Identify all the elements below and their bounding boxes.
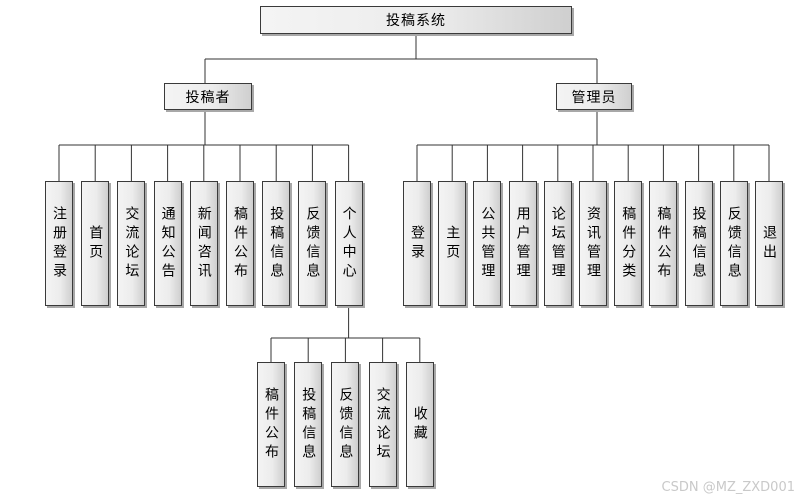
admin-item-label: 投稿信息 <box>690 205 707 282</box>
admin-item-label: 退出 <box>761 224 777 263</box>
admin-item: 资讯管理 <box>579 181 607 306</box>
contributor-item-label: 个人中心 <box>340 205 357 282</box>
personal-center-item: 稿件公布 <box>257 362 285 487</box>
contributor-label: 投稿者 <box>185 89 231 106</box>
contributor-item-label: 注册登录 <box>51 205 67 282</box>
admin-label: 管理员 <box>571 89 617 106</box>
personal-center-item-label: 稿件公布 <box>263 386 279 463</box>
contributor-item: 交流论坛 <box>117 181 146 306</box>
admin-item: 反馈信息 <box>719 181 748 306</box>
root-label: 投稿系统 <box>386 13 446 29</box>
admin-item-label: 登录 <box>409 224 425 263</box>
contributor-item: 个人中心 <box>334 181 363 306</box>
contributor-item-label: 稿件公布 <box>232 205 248 282</box>
contributor-item: 稿件公布 <box>226 181 254 306</box>
admin-item: 公共管理 <box>473 181 502 306</box>
contributor-node: 投稿者 <box>164 83 252 110</box>
admin-item: 稿件分类 <box>614 181 643 306</box>
personal-center-item-label: 收藏 <box>411 405 428 444</box>
admin-item-label: 公共管理 <box>479 205 496 282</box>
personal-center-item: 投稿信息 <box>294 362 323 487</box>
admin-item: 投稿信息 <box>684 181 713 306</box>
watermark: CSDN @MZ_ZXD001 <box>661 480 795 495</box>
admin-item: 用户管理 <box>508 181 537 306</box>
admin-item: 退出 <box>755 181 783 306</box>
admin-item-label: 用户管理 <box>514 205 531 282</box>
contributor-item: 新闻咨讯 <box>189 181 218 306</box>
contributor-item-label: 首页 <box>87 224 104 263</box>
contributor-item-label: 新闻咨讯 <box>195 205 212 282</box>
admin-item-label: 稿件公布 <box>655 205 672 282</box>
root-node: 投稿系统 <box>260 6 572 34</box>
admin-item-label: 资讯管理 <box>585 205 601 282</box>
personal-center-item: 收藏 <box>405 362 434 487</box>
personal-center-item: 反馈信息 <box>331 362 360 487</box>
admin-item: 稿件公布 <box>649 181 678 306</box>
personal-center-item-label: 反馈信息 <box>337 386 354 463</box>
contributor-item-label: 反馈信息 <box>304 205 321 282</box>
personal-center-item-label: 交流论坛 <box>374 386 391 463</box>
admin-node: 管理员 <box>556 83 632 110</box>
contributor-item-label: 交流论坛 <box>123 205 140 282</box>
contributor-item: 投稿信息 <box>262 181 291 306</box>
admin-item-label: 稿件分类 <box>620 205 637 282</box>
personal-center-item: 交流论坛 <box>368 362 397 487</box>
personal-center-item-label: 投稿信息 <box>300 386 317 463</box>
contributor-item-label: 投稿信息 <box>268 205 285 282</box>
contributor-item-label: 通知公告 <box>159 205 176 282</box>
contributor-item: 注册登录 <box>45 181 73 306</box>
admin-item-label: 反馈信息 <box>725 205 742 282</box>
contributor-item: 反馈信息 <box>298 181 327 306</box>
admin-item-label: 主页 <box>444 224 461 263</box>
admin-item: 论坛管理 <box>543 181 572 306</box>
contributor-item: 首页 <box>81 181 110 306</box>
admin-item: 登录 <box>403 181 431 306</box>
contributor-item: 通知公告 <box>153 181 182 306</box>
admin-item: 主页 <box>438 181 467 306</box>
admin-item-label: 论坛管理 <box>549 205 566 282</box>
